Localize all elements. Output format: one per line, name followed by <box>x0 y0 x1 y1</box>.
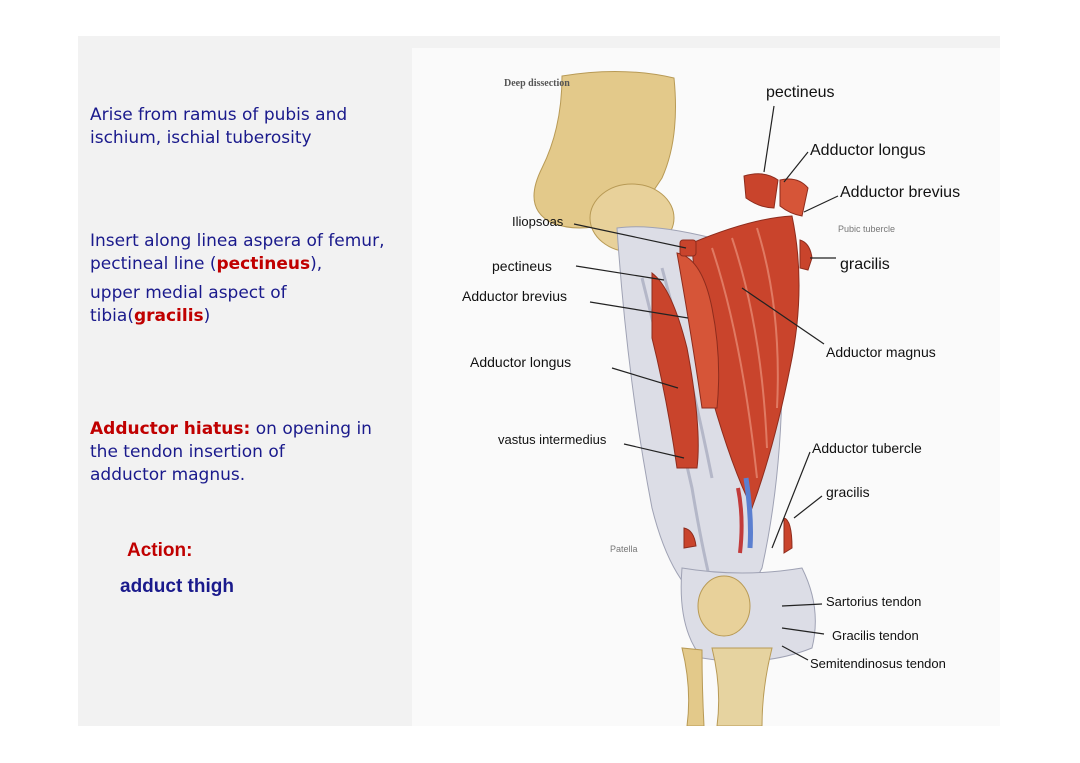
insertion-line-3: upper medial aspect of <box>90 283 287 303</box>
hiatus-text-1: on opening in <box>250 419 372 439</box>
label-adductor-brevius-right: Adductor brevius <box>840 184 961 201</box>
label-adductor-magnus: Adductor magnus <box>826 344 936 360</box>
figure-caption: Deep dissection <box>504 78 570 89</box>
insertion-line-2: pectineal line (pectineus), <box>90 253 384 276</box>
anatomy-figure: Deep dissection pectineus Adductor longu… <box>412 48 1000 726</box>
label-pectineus-top: pectineus <box>766 84 835 101</box>
action-title: Action: <box>127 540 193 561</box>
insertion-block: Insert along linea aspera of femur, pect… <box>90 230 384 328</box>
label-adductor-tubercle: Adductor tubercle <box>812 440 922 456</box>
hiatus-block: Adductor hiatus: on opening in the tendo… <box>90 418 372 487</box>
thigh-illustration <box>412 48 1000 726</box>
label-gracilis-right: gracilis <box>840 256 890 273</box>
insertion-line-4-post: ) <box>203 306 211 326</box>
hiatus-line-3: adductor magnus. <box>90 465 246 485</box>
label-sartorius-tendon: Sartorius tendon <box>826 594 922 609</box>
label-patella: Patella <box>610 544 638 554</box>
origin-sentence: Arise from ramus of pubis and ischium, i… <box>90 105 348 148</box>
action-text: adduct thigh <box>120 576 234 597</box>
label-pectineus-left: pectineus <box>492 258 552 274</box>
label-gracilis-lower: gracilis <box>826 484 870 500</box>
insertion-line-2-post: ), <box>310 254 323 274</box>
insertion-line-2-pre: pectineal line ( <box>90 254 217 274</box>
hiatus-line-2: the tendon insertion of <box>90 442 285 462</box>
label-vastus-intermedius: vastus intermedius <box>498 432 607 447</box>
hiatus-line-1: Adductor hiatus: on opening in <box>90 418 372 441</box>
origin-text: Arise from ramus of pubis and ischium, i… <box>90 104 390 150</box>
insertion-line-4: tibia(gracilis) <box>90 305 384 328</box>
gracilis-highlight: gracilis <box>133 306 204 326</box>
insertion-line-4-pre: tibia( <box>90 306 134 326</box>
label-adductor-longus-right: Adductor longus <box>810 142 926 159</box>
label-semitendinosus-tendon: Semitendinosus tendon <box>810 656 946 671</box>
insertion-line-1: Insert along linea aspera of femur, <box>90 231 385 251</box>
label-pubic-tubercle: Pubic tubercle <box>838 224 896 234</box>
pectineus-highlight: pectineus <box>216 254 311 274</box>
label-adductor-longus-left: Adductor longus <box>470 354 572 370</box>
label-adductor-brevius-left: Adductor brevius <box>462 288 568 304</box>
label-iliopsoas: Iliopsoas <box>512 214 564 229</box>
label-gracilis-tendon: Gracilis tendon <box>832 628 919 643</box>
hiatus-label: Adductor hiatus: <box>90 419 251 439</box>
